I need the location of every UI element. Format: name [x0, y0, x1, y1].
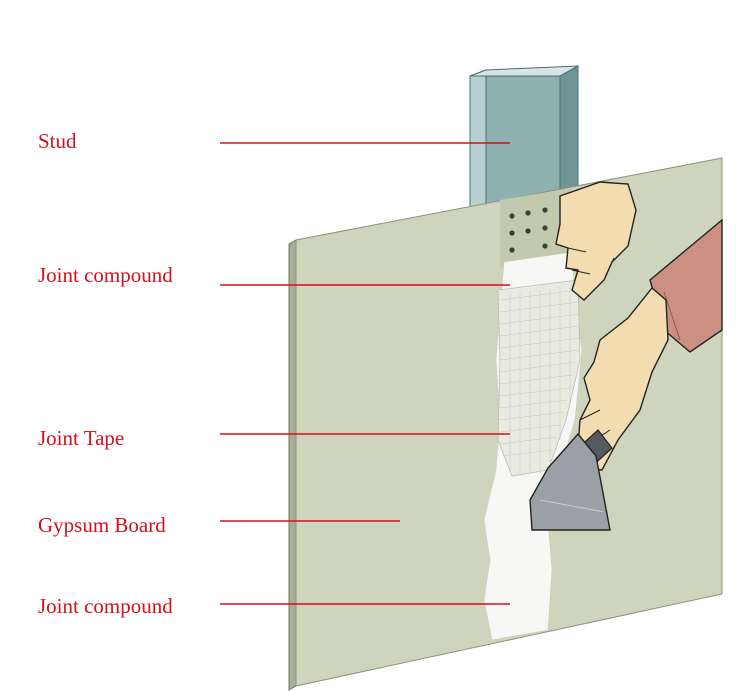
label-joint-tape: Joint Tape	[38, 426, 124, 450]
label-joint-compound-top: Joint compound	[38, 263, 173, 287]
board-edge	[289, 240, 296, 690]
stud-flange-left	[470, 70, 486, 208]
label-gypsum-board: Gypsum Board	[38, 513, 166, 537]
metal-stud	[470, 66, 578, 208]
label-joint-compound-bottom: Joint compound	[38, 594, 173, 618]
label-stud: Stud	[38, 129, 77, 153]
